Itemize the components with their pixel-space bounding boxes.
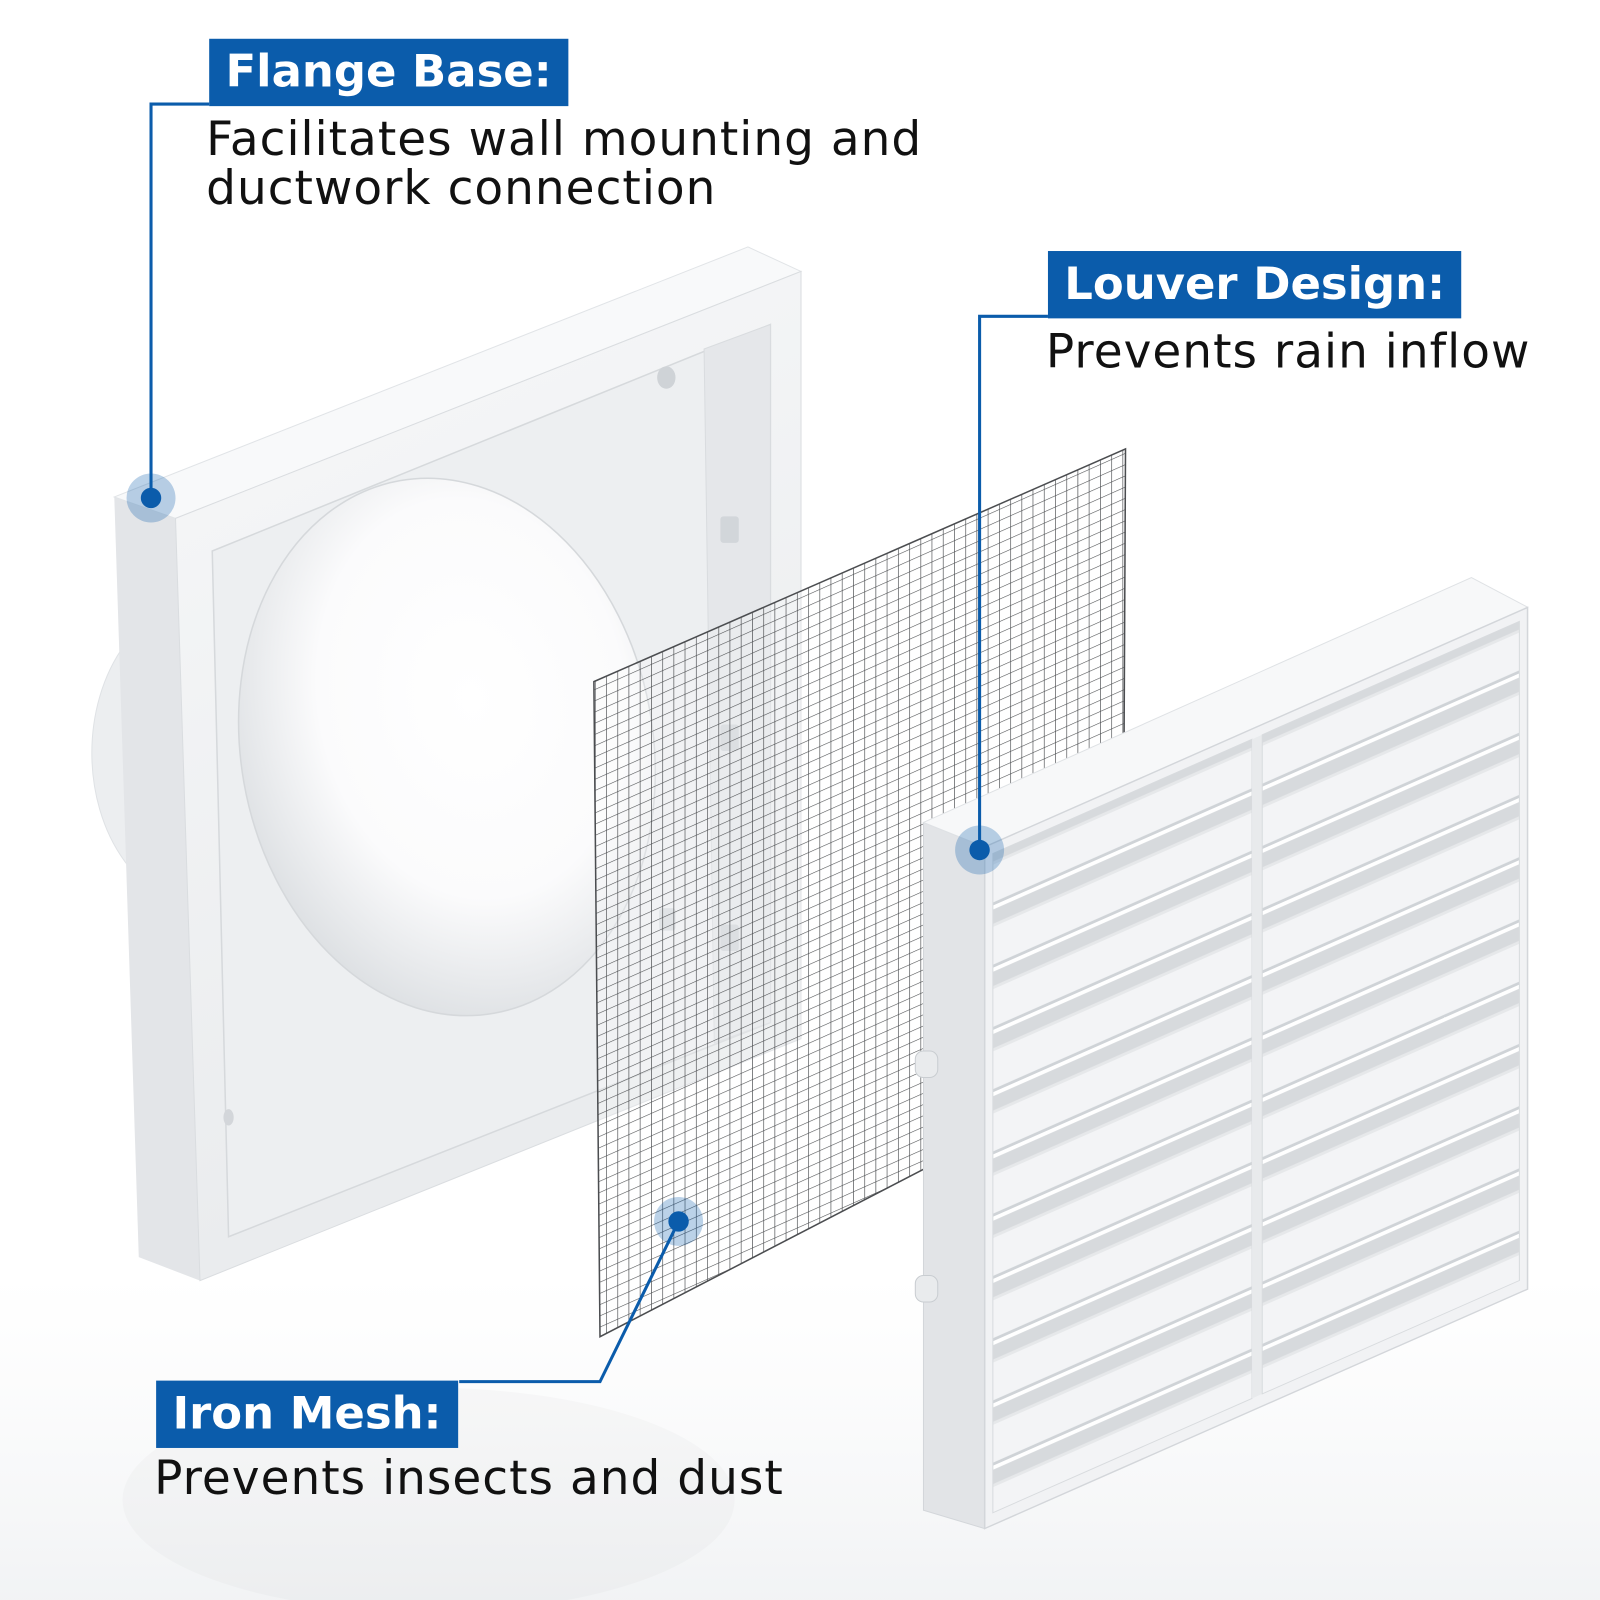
louver-front-face <box>983 606 1529 1530</box>
mesh-callout <box>459 1196 704 1384</box>
flange-callout <box>126 102 210 523</box>
louver-design-title: Louver Design: <box>1047 251 1462 319</box>
louver-graphic <box>914 576 1529 1530</box>
flange-base-description-line: Facilitates wall mounting and <box>206 111 923 167</box>
louver-callout-dot-icon <box>969 839 990 861</box>
mesh-callout-dot-icon <box>668 1211 689 1232</box>
louver-design-description: Prevents rain inflow <box>1045 323 1531 379</box>
flange-callout-line <box>149 102 210 498</box>
louver-divider <box>1252 734 1263 1399</box>
iron-mesh-title: Iron Mesh: <box>156 1380 458 1448</box>
screw-hole <box>223 1109 234 1126</box>
flange-base-description: Facilitates wall mounting and ductwork c… <box>206 114 922 212</box>
louver-pin <box>914 1274 939 1303</box>
iron-mesh-description: Prevents insects and dust <box>154 1449 784 1506</box>
mounting-slot <box>720 516 739 543</box>
screw-hole <box>657 366 676 389</box>
louver-pin <box>914 1050 939 1079</box>
louver-slats-left <box>992 738 1253 1514</box>
louver-slats-right <box>1261 620 1520 1395</box>
louver-callout-line <box>978 314 1048 850</box>
mesh-callout-line <box>459 1220 680 1384</box>
flange-base-title: Flange Base: <box>209 38 569 107</box>
flange-callout-dot-icon <box>140 487 162 509</box>
flange-base-description-line: ductwork connection <box>206 160 717 216</box>
flange-side-face <box>114 496 200 1281</box>
louver-side-face <box>922 821 986 1530</box>
louver-callout <box>955 314 1048 875</box>
